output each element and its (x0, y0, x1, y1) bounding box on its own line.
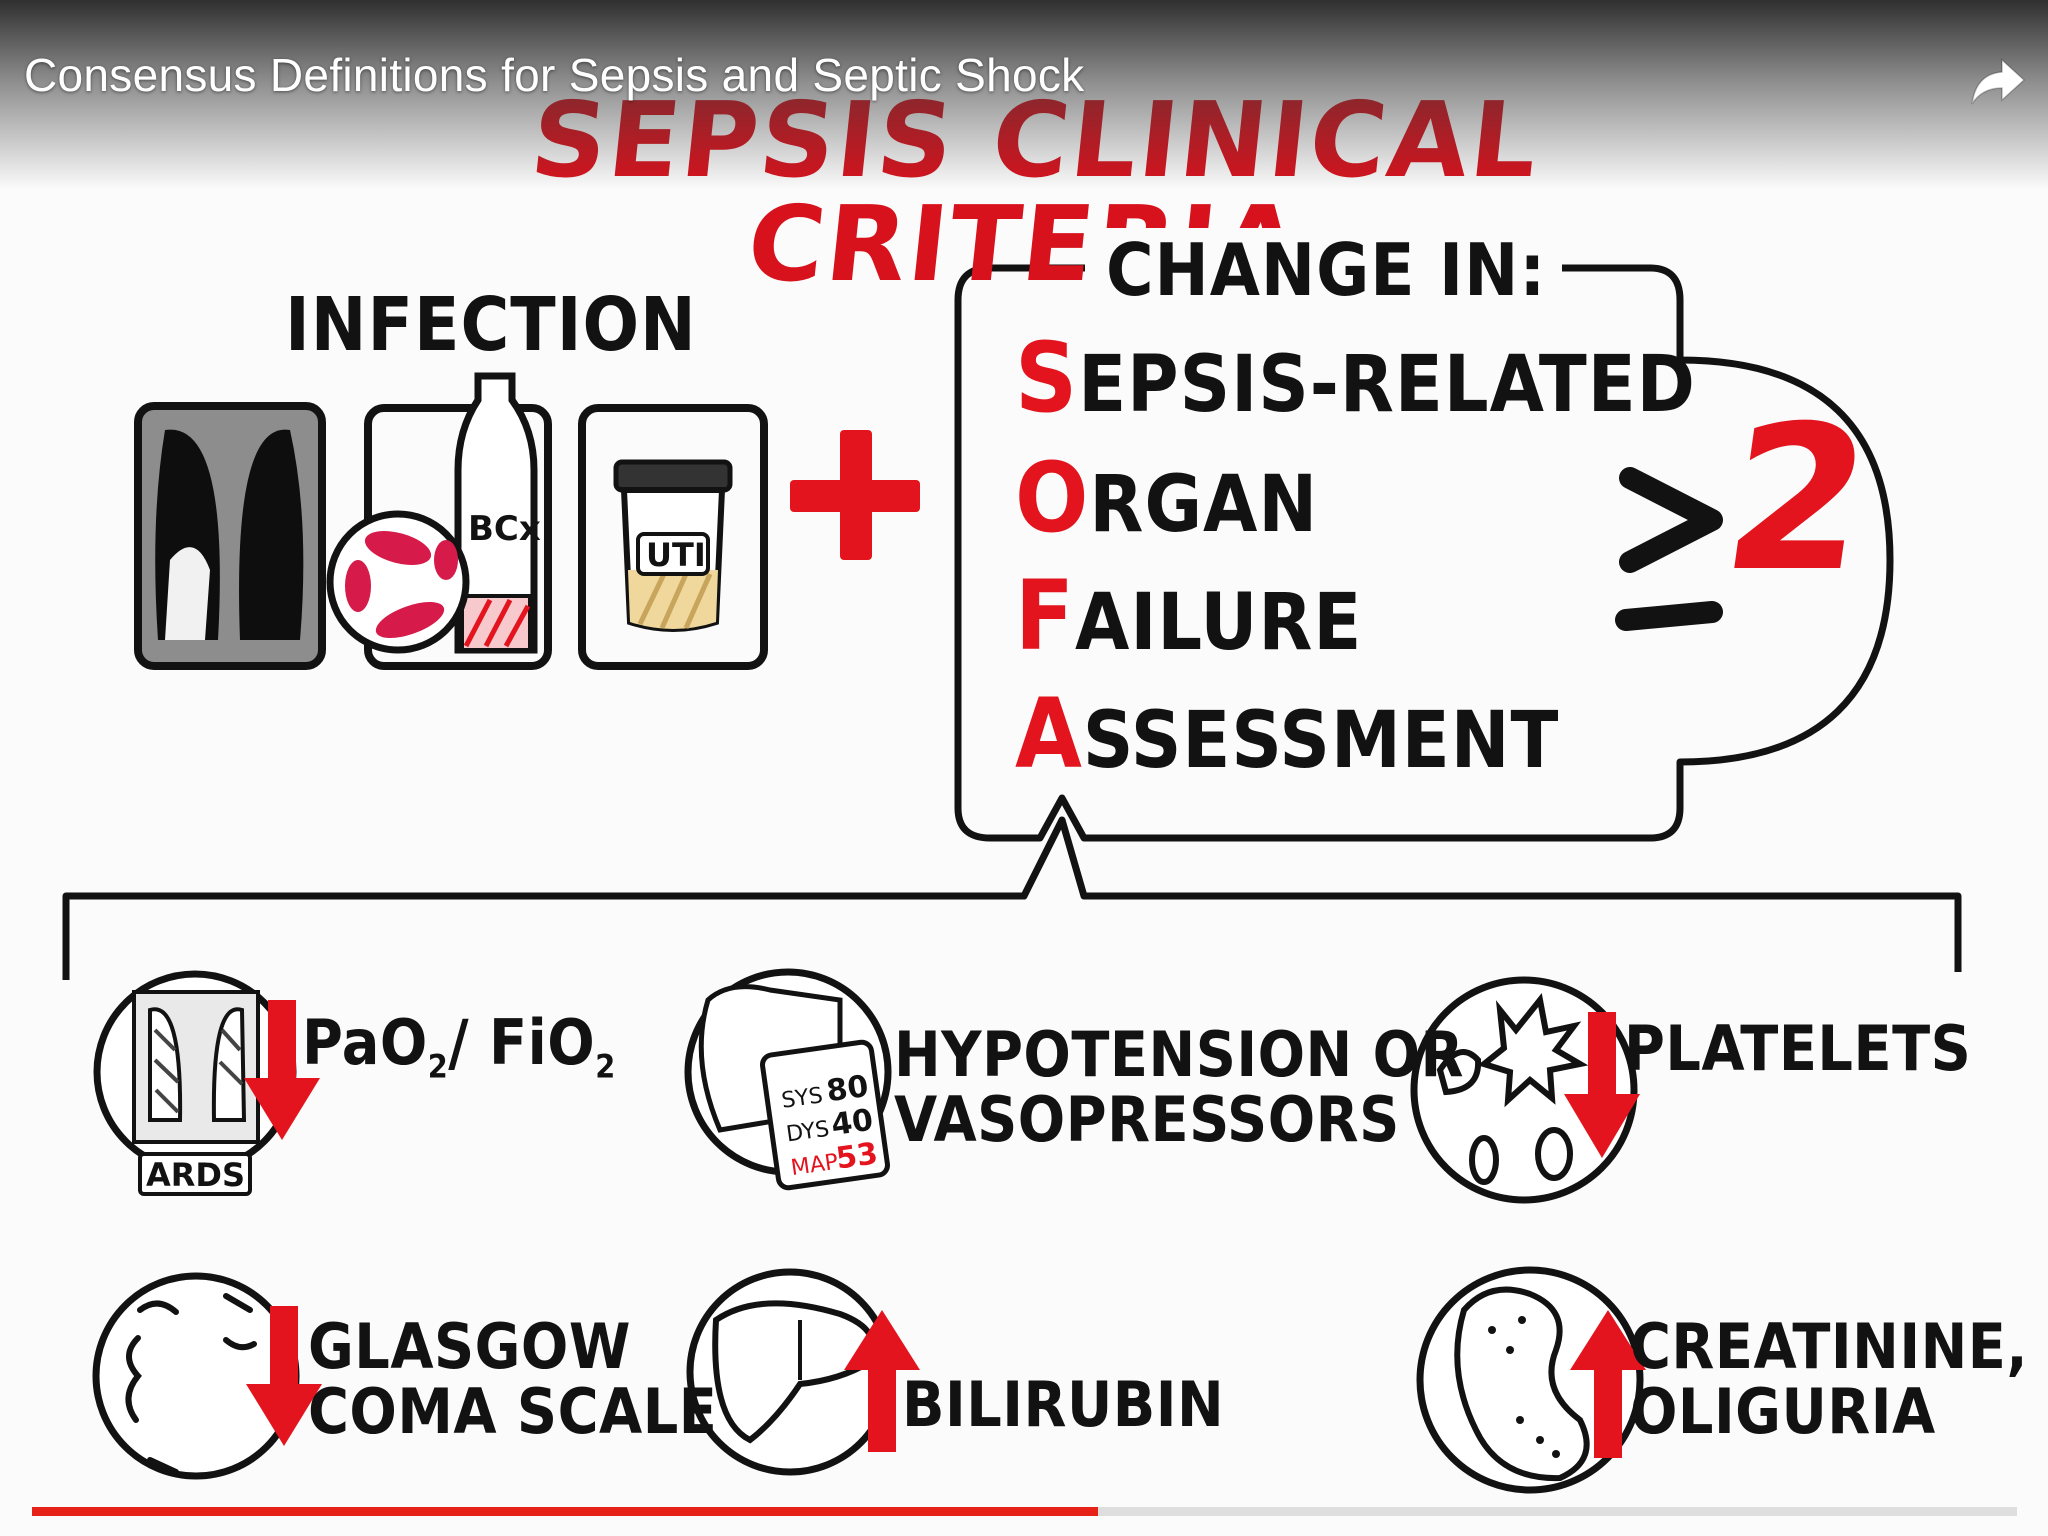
criterion-line: HYPOTENSION OR (894, 1018, 1464, 1091)
criteria-bracket (62, 816, 1962, 980)
infection-label: INFECTION (285, 282, 697, 368)
criterion-line: COMA SCALE (308, 1375, 718, 1449)
criterion-platelets: PLATELETS (1624, 1016, 1971, 1081)
urine-cup-icon: UTI (578, 404, 768, 670)
sofa-initial: O (1015, 442, 1090, 554)
criterion-line: CREATININE, (1630, 1310, 2029, 1383)
lungs-ards-icon: ARDS (93, 970, 297, 1196)
criterion-line: VASOPRESSORS (894, 1083, 1400, 1157)
share-arrow-icon[interactable] (1968, 50, 2028, 110)
blood-culture-icon: BCx (326, 372, 552, 670)
liver-icon (686, 1268, 894, 1476)
fio-subscript: 2 (595, 1047, 616, 1086)
criterion-line: BILIRUBIN (902, 1368, 1225, 1441)
ards-badge: ARDS (146, 1156, 245, 1194)
sofa-line-sepsis: SEPSIS-RELATED (1015, 330, 1696, 426)
criterion-pao2-fio2: PaO2/ FiO2 (302, 1010, 616, 1084)
arrow-down-icon (244, 1000, 320, 1140)
arrow-up-icon (1570, 1310, 1646, 1458)
brain-face-icon (92, 1272, 300, 1480)
greater-equal-symbol (1615, 467, 1723, 631)
monitor-dys-value: 40 (829, 1103, 875, 1143)
criterion-line: PLATELETS (1624, 1012, 1972, 1085)
monitor-dys-label: DYS (785, 1117, 831, 1148)
criterion-bilirubin: BILIRUBIN (902, 1372, 1224, 1437)
platelets-icon (1410, 976, 1638, 1204)
blood-pressure-monitor-icon: SYS 80 DYS 40 MAP 53 (684, 968, 892, 1191)
plus-icon (790, 430, 920, 560)
sofa-rest: EPSIS-RELATED (1078, 340, 1696, 430)
sofa-initial: S (1015, 322, 1079, 434)
sofa-line-assessment: ASSESSMENT (1015, 686, 1559, 782)
sofa-initial: F (1015, 560, 1076, 672)
fio-text: / FiO (448, 1006, 596, 1079)
monitor-sys-label: SYS (780, 1083, 824, 1114)
sofa-line-organ: ORGAN (1015, 450, 1318, 546)
sofa-rest: RGAN (1089, 460, 1319, 550)
sofa-rest: SSESSMENT (1082, 696, 1560, 786)
pao-text: PaO (302, 1006, 428, 1079)
progress-bar[interactable] (32, 1507, 2017, 1516)
criterion-creatinine: CREATININE,OLIGURIA (1630, 1314, 2028, 1444)
sofa-callout-bubble (954, 264, 1894, 842)
criterion-line: GLASGOW (308, 1310, 631, 1383)
pao-subscript: 2 (427, 1047, 449, 1086)
change-in-label: CHANGE IN: (1090, 228, 1563, 312)
uti-label: UTI (646, 536, 706, 574)
arrow-down-icon (1564, 1012, 1640, 1158)
threshold-value: 2 (1711, 383, 1884, 616)
chest-xray-icon (134, 402, 326, 670)
criterion-line: OLIGURIA (1630, 1375, 1936, 1449)
progress-bar-played (32, 1507, 1098, 1516)
monitor-map-value: 53 (834, 1136, 880, 1176)
arrow-down-icon (246, 1306, 322, 1446)
kidney-icon (1416, 1266, 1644, 1494)
sofa-line-failure: FAILURE (1015, 568, 1362, 664)
sofa-initial: A (1015, 678, 1083, 790)
bcx-label: BCx (468, 509, 541, 549)
monitor-sys-value: 80 (824, 1069, 870, 1109)
sofa-rest: AILURE (1075, 578, 1363, 668)
arrow-up-icon (844, 1310, 920, 1452)
video-title[interactable]: Consensus Definitions for Sepsis and Sep… (24, 49, 1085, 101)
